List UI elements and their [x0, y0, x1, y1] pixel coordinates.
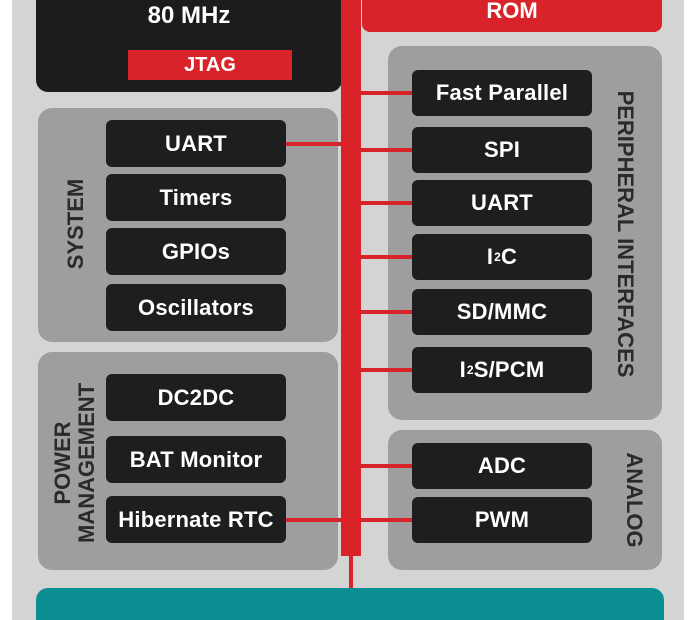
connector-hibernate-rtc: [284, 518, 342, 522]
i2s-superscript: 2: [466, 363, 474, 377]
bottom-teal-block: [36, 588, 664, 620]
system-title: SYSTEM: [63, 178, 88, 270]
power-dc2dc-block: DC2DC: [106, 374, 286, 421]
connector-i2s-pcm: [360, 368, 412, 372]
connector-adc: [360, 464, 412, 468]
connector-peripheral-uart: [360, 201, 412, 205]
connector-fast-parallel: [360, 91, 412, 95]
system-timers-block: Timers: [106, 174, 286, 221]
connector-system-uart: [284, 142, 342, 146]
i2c-superscript: 2: [494, 250, 502, 264]
cpu-speed-label: 80 MHz: [147, 2, 231, 29]
peripheral-sdmmc-block: SD/MMC: [412, 289, 592, 335]
jtag-label: JTAG: [184, 53, 236, 76]
peripheral-fast-parallel-block: Fast Parallel: [412, 70, 592, 116]
peripheral-uart-block: UART: [412, 180, 592, 226]
peripheral-spi-block: SPI: [412, 127, 592, 173]
cpu-block: 80 MHz JTAG: [36, 0, 342, 92]
rom-block: ROM: [362, 0, 662, 32]
i2s-prefix: I: [459, 357, 466, 382]
analog-adc-block: ADC: [412, 443, 592, 489]
jtag-box: JTAG: [128, 50, 292, 80]
analog-pwm-block: PWM: [412, 497, 592, 543]
power-title-line2: MANAGEMENT: [74, 382, 99, 543]
power-bat-monitor-block: BAT Monitor: [106, 436, 286, 483]
system-gpios-block: GPIOs: [106, 228, 286, 275]
i2c-prefix: I: [486, 244, 494, 269]
power-management-title: POWER MANAGEMENT: [50, 382, 99, 543]
peripheral-interfaces-title: PERIPHERAL INTERFACES: [613, 90, 638, 378]
power-title-line1: POWER: [50, 421, 75, 505]
rom-label: ROM: [486, 0, 538, 23]
i2c-suffix: C: [501, 244, 518, 269]
i2s-suffix: S/PCM: [473, 357, 545, 382]
connector-spi: [360, 148, 412, 152]
connector-i2c: [360, 255, 412, 259]
main-bus: [341, 0, 361, 556]
power-hibernate-rtc-block: Hibernate RTC: [106, 496, 286, 543]
connector-sdmmc: [360, 310, 412, 314]
analog-title: ANALOG: [622, 452, 647, 548]
connector-pwm: [360, 518, 412, 522]
bus-stem: [349, 555, 353, 589]
system-uart-block: UART: [106, 120, 286, 167]
system-oscillators-block: Oscillators: [106, 284, 286, 331]
